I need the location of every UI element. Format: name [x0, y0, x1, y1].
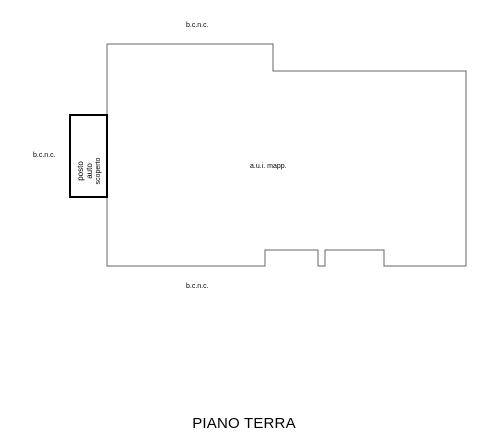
area-label: a.u.i. mapp.	[250, 163, 287, 170]
parking-label-line-3: scoperto	[94, 157, 102, 185]
boundary-label-top: b.c.n.c.	[186, 22, 209, 29]
parking-label-line-2: auto	[84, 163, 94, 179]
floor-title: PIANO TERRA	[192, 415, 296, 432]
parking-space-outline	[69, 114, 108, 198]
plot-outline	[106, 43, 467, 267]
parking-label: posto auto scoperto	[72, 146, 106, 196]
parking-label-line-1: posto	[75, 161, 85, 181]
boundary-label-bottom: b.c.n.c.	[186, 283, 209, 290]
boundary-label-left: b.c.n.c.	[33, 152, 56, 159]
